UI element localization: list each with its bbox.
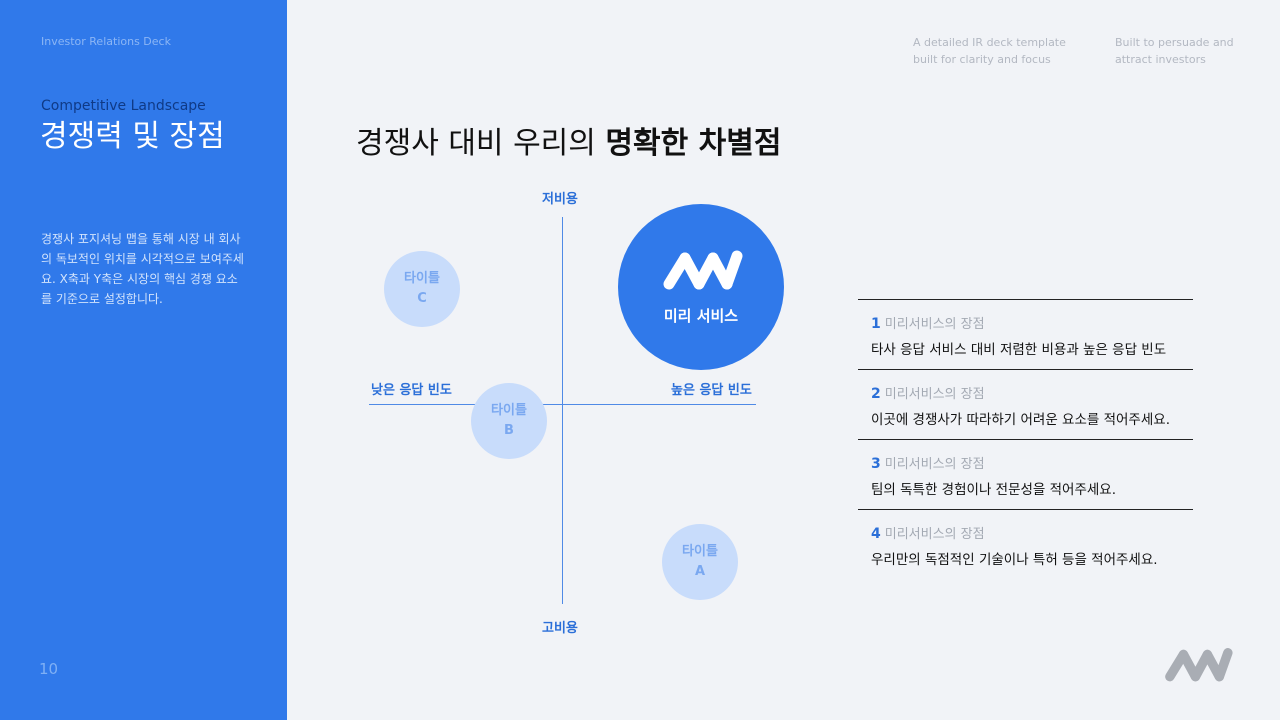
deck-label: Investor Relations Deck: [41, 35, 171, 48]
advantage-tag: 미리서비스의 장점: [884, 457, 985, 472]
header-note-2: Built to persuade and attract investors: [1115, 36, 1234, 66]
competitor-title: 타이틀: [491, 403, 527, 418]
header-note-1: A detailed IR deck template built for cl…: [913, 36, 1066, 66]
advantage-tag: 미리서비스의 장점: [884, 387, 985, 402]
advantage-text: 이곳에 경쟁사가 따라하기 어려운 요소를 적어주세요.: [871, 412, 1170, 428]
corner-logo-icon: [1165, 648, 1233, 682]
advantage-number: 1: [871, 316, 881, 332]
axis-label-top: 저비용: [542, 192, 578, 207]
vertical-axis: [562, 217, 563, 604]
competitor-letter: B: [504, 423, 514, 438]
title-bold: 명확한 차별점: [605, 126, 782, 161]
competitor-letter: C: [417, 291, 427, 306]
competitor-title: 타이틀: [404, 271, 440, 286]
axis-label-left: 낮은 응답 빈도: [371, 383, 452, 398]
page-number: 10: [39, 660, 59, 678]
section-title: 경쟁력 및 장점: [40, 119, 225, 154]
competitor-bubble-b: 타이틀 B: [471, 383, 547, 459]
competitor-bubble-a: 타이틀 A: [662, 524, 738, 600]
competitor-letter: A: [694, 564, 706, 579]
sidebar: Investor Relations Deck Competitive Land…: [0, 0, 287, 720]
section-description: 경쟁사 포지셔닝 맵을 통해 시장 내 회사의 독보적인 위치를 시각적으로 보…: [41, 232, 244, 306]
competitor-bubble-c: 타이틀 C: [384, 251, 460, 327]
miri-logo-icon: [663, 250, 743, 290]
axis-label-right: 높은 응답 빈도: [671, 383, 752, 398]
our-service-name: 미리 서비스: [663, 307, 739, 325]
horizontal-axis: [369, 404, 756, 405]
advantage-number: 2: [871, 386, 881, 402]
advantage-text: 타사 응답 서비스 대비 저렴한 비용과 높은 응답 빈도: [871, 342, 1167, 358]
competitor-title: 타이틀: [682, 544, 718, 559]
title-regular: 경쟁사 대비 우리의: [356, 126, 606, 161]
page-title: 경쟁사 대비 우리의 명확한 차별점: [356, 118, 781, 162]
advantage-text: 우리만의 독점적인 기술이나 특허 등을 적어주세요.: [871, 552, 1158, 568]
advantage-tag: 미리서비스의 장점: [884, 317, 985, 332]
advantage-number: 3: [871, 456, 881, 472]
our-service-bubble: 미리 서비스: [618, 204, 784, 370]
section-subtitle: Competitive Landscape: [41, 98, 206, 114]
advantage-text: 팀의 독특한 경험이나 전문성을 적어주세요.: [871, 482, 1117, 498]
axis-label-bottom: 고비용: [542, 621, 578, 636]
advantage-number: 4: [871, 526, 881, 542]
advantage-tag: 미리서비스의 장점: [884, 527, 985, 542]
